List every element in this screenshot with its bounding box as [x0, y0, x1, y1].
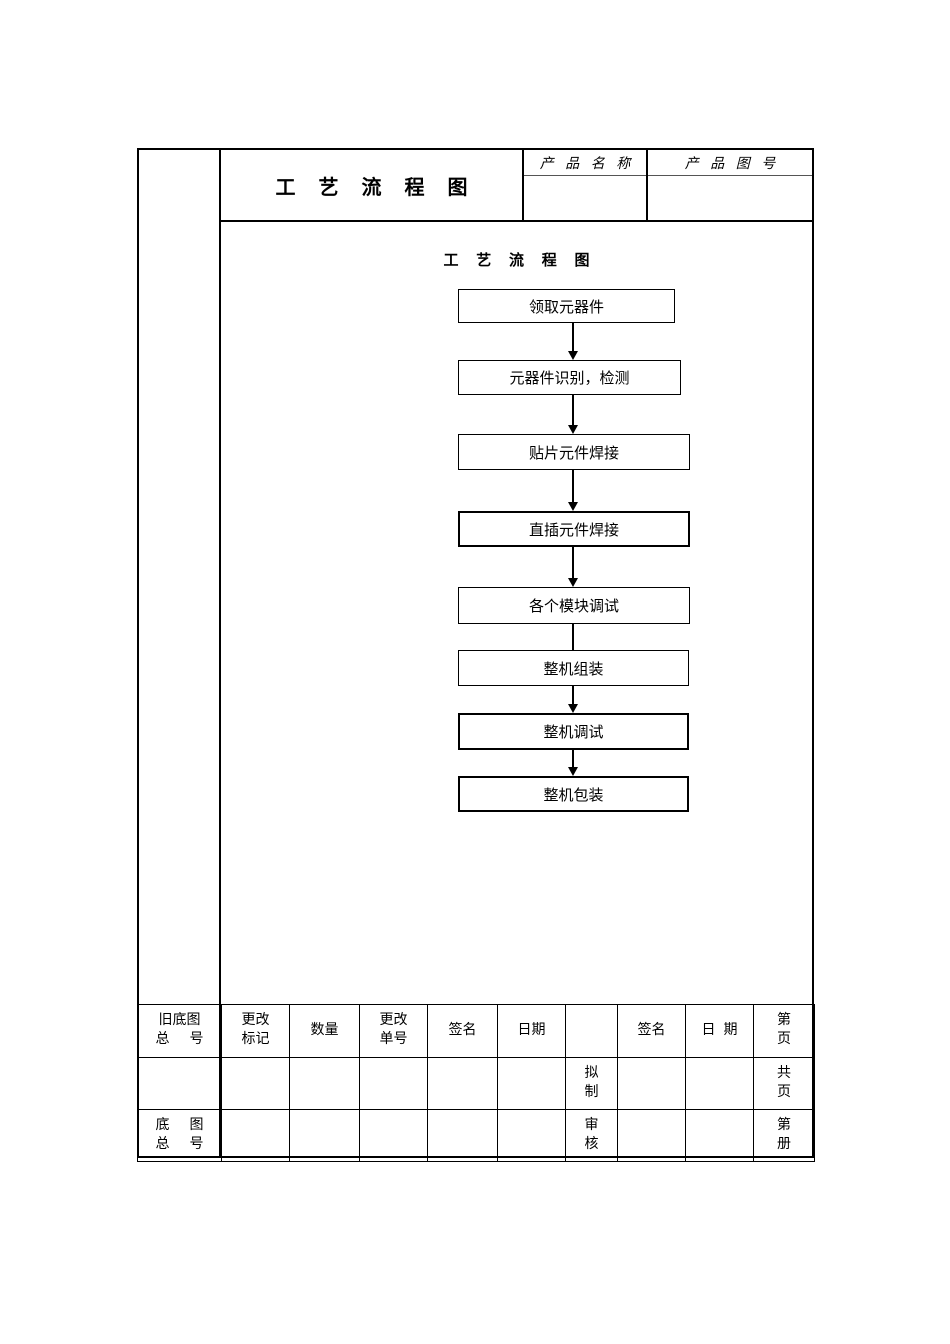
flow-step-3: 贴片元件焊接 [458, 434, 690, 470]
page-line-2: 页 [777, 1084, 791, 1100]
flow-step-label: 领取元器件 [528, 299, 604, 316]
header-quantity: 数量 [289, 1004, 360, 1058]
flow-arrow-6 [568, 686, 579, 713]
header-date-2: 日期 [685, 1004, 754, 1058]
flow-step-label: 整机调试 [543, 725, 604, 741]
header-line-1: 第 [777, 1013, 791, 1029]
cell-date-2[interactable] [685, 1109, 754, 1162]
cell-signature[interactable] [427, 1109, 498, 1162]
title-block: 工 艺 流 程 图 产 品 名 称 产 品 图 号 [221, 150, 812, 222]
header-line-1: 旧底图 [158, 1013, 201, 1029]
label-line-2: 总号 [155, 1136, 204, 1152]
page-title: 工 艺 流 程 图 [275, 176, 477, 199]
cell-old-drawing-total-no[interactable] [137, 1057, 222, 1110]
header-change-mark: 更改 标记 [221, 1004, 290, 1058]
drawing-frame: 工 艺 流 程 图 产 品 名 称 产 品 图 号 工 艺 流 程 图 领取元器… [137, 148, 814, 1158]
header-line-2: 标记 [241, 1032, 270, 1047]
flow-step-label: 元器件识别，检测 [509, 371, 630, 387]
cell-quantity[interactable] [289, 1057, 360, 1110]
cell-date-2[interactable] [685, 1057, 754, 1110]
role-line-2: 核 [584, 1136, 599, 1152]
flow-step-6: 整机组装 [458, 650, 689, 686]
page-line-1: 第 [777, 1117, 791, 1133]
header-line-1: 更改 [241, 1013, 270, 1029]
role-line-2: 制 [584, 1084, 599, 1100]
cell-quantity[interactable] [289, 1109, 360, 1162]
flow-step-label: 贴片元件焊接 [528, 445, 619, 462]
process-flowchart: 领取元器件 元器件识别，检测 贴片元件焊接 直插元件焊接 [221, 222, 816, 912]
document-title-cell: 工 艺 流 程 图 [221, 150, 524, 220]
flow-arrow-7 [568, 750, 579, 776]
header-line-1: 日期 [517, 1022, 546, 1038]
header-line-2: 页 [777, 1032, 791, 1047]
table-row: 底图 总号 审 核 第 册 [137, 1109, 815, 1162]
header-change-order-no: 更改 单号 [359, 1004, 428, 1058]
header-role [565, 1004, 618, 1058]
cell-date[interactable] [497, 1109, 566, 1162]
flow-step-8: 整机包装 [458, 776, 689, 812]
header-line-2: 单号 [379, 1032, 408, 1047]
page-line-1: 共 [777, 1065, 791, 1081]
header-old-drawing-total-no: 旧底图 总号 [137, 1004, 222, 1058]
product-name-column: 产 品 名 称 [524, 150, 648, 220]
product-drawing-no-column: 产 品 图 号 [648, 150, 812, 220]
header-line-1: 日期 [701, 1022, 738, 1038]
header-line-1: 签名 [448, 1022, 477, 1038]
cell-volume-no: 第 册 [753, 1109, 815, 1162]
table-row: 拟 制 共 页 [137, 1057, 815, 1110]
revision-record-table: 旧底图 总号 更改 标记 数量 更改 单号 签名 日期 签名 日期 第 [137, 1004, 815, 1162]
role-line-1: 拟 [584, 1065, 599, 1081]
cell-date[interactable] [497, 1057, 566, 1110]
cell-change-order-no[interactable] [359, 1109, 428, 1162]
flow-arrow-1 [568, 323, 579, 360]
cell-signature[interactable] [427, 1057, 498, 1110]
header-line-2: 总号 [155, 1032, 204, 1047]
label-line-1: 底图 [155, 1117, 204, 1133]
flow-step-1: 领取元器件 [458, 289, 675, 323]
cell-total-pages: 共 页 [753, 1057, 815, 1110]
flow-step-5: 各个模块调试 [458, 587, 690, 624]
flow-step-label: 整机组装 [543, 661, 604, 678]
cell-drawing-total-no-label: 底图 总号 [137, 1109, 222, 1162]
page-line-2: 册 [777, 1136, 791, 1152]
cell-signature-2[interactable] [617, 1057, 686, 1110]
flow-step-2: 元器件识别，检测 [458, 360, 681, 395]
product-name-label: 产 品 名 称 [524, 150, 646, 176]
flow-step-4: 直插元件焊接 [458, 511, 690, 547]
flow-step-label: 整机包装 [543, 787, 604, 804]
header-line-1: 签名 [637, 1022, 666, 1038]
header-signature: 签名 [427, 1004, 498, 1058]
cell-change-mark[interactable] [221, 1057, 290, 1110]
flow-arrow-3 [568, 470, 579, 511]
flow-step-7: 整机调试 [458, 713, 689, 750]
header-signature-2: 签名 [617, 1004, 686, 1058]
product-drawing-no-value[interactable] [648, 176, 812, 220]
flow-step-label: 各个模块调试 [528, 599, 619, 615]
header-line-1: 数量 [310, 1022, 339, 1038]
cell-signature-2[interactable] [617, 1109, 686, 1162]
flow-arrow-4 [568, 547, 579, 587]
header-page: 第 页 [753, 1004, 815, 1058]
drawing-area: 工 艺 流 程 图 领取元器件 元器件识别，检测 贴片元件焊接 [221, 222, 812, 1156]
cell-role-reviewed-by: 审 核 [565, 1109, 618, 1162]
table-header-row: 旧底图 总号 更改 标记 数量 更改 单号 签名 日期 签名 日期 第 [137, 1004, 815, 1058]
flow-step-label: 直插元件焊接 [528, 522, 619, 539]
product-drawing-no-label: 产 品 图 号 [648, 150, 812, 176]
header-date: 日期 [497, 1004, 566, 1058]
cell-change-order-no[interactable] [359, 1057, 428, 1110]
product-name-value[interactable] [524, 176, 646, 220]
flow-arrow-2 [568, 395, 579, 434]
left-margin-column [139, 150, 221, 1156]
cell-change-mark[interactable] [221, 1109, 290, 1162]
header-line-1: 更改 [379, 1013, 408, 1029]
role-line-1: 审 [584, 1117, 599, 1133]
flowchart-title: 工 艺 流 程 图 [443, 253, 597, 269]
cell-role-drafted-by: 拟 制 [565, 1057, 618, 1110]
